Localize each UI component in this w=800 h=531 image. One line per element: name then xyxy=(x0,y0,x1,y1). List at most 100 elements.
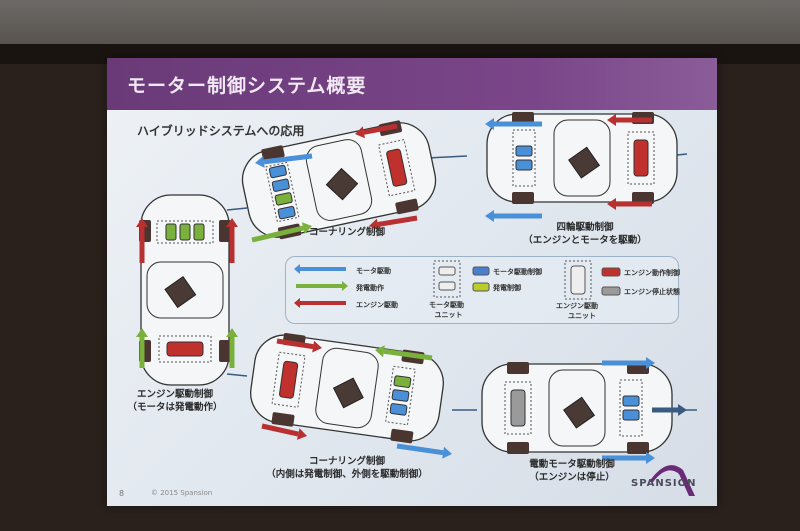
arrow-generation-head xyxy=(375,345,385,358)
car xyxy=(481,362,673,454)
arrow-motor-drive xyxy=(396,443,444,456)
legend-engine-running: エンジン動作制御 xyxy=(624,269,680,277)
legend-arrow-engine-drive xyxy=(294,298,346,308)
legend-text: ユニット xyxy=(434,311,463,319)
wheel xyxy=(390,428,414,444)
slide-title: モーター制御システム概要 xyxy=(127,75,367,97)
motor-unit xyxy=(274,192,293,206)
engine-unit xyxy=(633,139,649,177)
car-cabin xyxy=(146,261,224,319)
arrow-direction-head xyxy=(678,404,687,416)
arrow-motor-drive-head xyxy=(646,452,655,464)
caption-ev-drive: 電動モータ駆動制御 （エンジンは停止） xyxy=(529,458,615,484)
wheel xyxy=(261,145,285,161)
motor-unit xyxy=(622,409,640,421)
legend-generation: 発電動作 xyxy=(356,284,384,292)
car-cabin xyxy=(553,119,611,197)
caption-text: 四輪駆動制御 xyxy=(556,222,614,233)
motor-unit xyxy=(391,389,410,402)
wheel xyxy=(507,362,529,374)
arrow-generation xyxy=(251,225,304,243)
arrow-motor-drive xyxy=(263,153,313,165)
motor-unit xyxy=(389,403,408,416)
motor-unit xyxy=(165,223,177,241)
legend-motor-control-swatch xyxy=(472,266,490,276)
motor-unit xyxy=(271,178,290,192)
battery-icon xyxy=(164,276,197,309)
legend-arrow-generation xyxy=(296,281,348,291)
slide-header: モーター制御システム概要 xyxy=(107,58,717,110)
legend-text: エンジン駆動 xyxy=(556,302,598,310)
arrow-generation xyxy=(383,348,433,361)
wheel xyxy=(512,112,534,124)
engine-unit-box xyxy=(627,131,655,185)
caption-text: （エンジンは停止） xyxy=(529,472,615,483)
motor-unit xyxy=(277,205,296,220)
hybrid-diagram xyxy=(136,112,697,464)
legend-graphics xyxy=(294,260,621,308)
arrow-engine-drive-head xyxy=(607,114,616,126)
engine-unit-box xyxy=(158,335,212,363)
motor-unit-box xyxy=(512,129,536,187)
battery-icon xyxy=(325,167,359,201)
page-number: 8 xyxy=(119,489,125,498)
caption-cornering-bottom: コーナリング制御 （内側は発電制御、外側を駆動制御） xyxy=(266,455,428,481)
legend: モータ駆動 発電動作 エンジン駆動 モータ駆動ユニット モータ駆動制御 発電制御… xyxy=(285,256,680,324)
arrow-engine-drive xyxy=(261,423,299,437)
caption-text: 電動モータ駆動制御 xyxy=(529,459,615,470)
copyright: © 2015 Spansion xyxy=(151,489,213,497)
slide: モーター制御システム概要 ハイブリッドシステムへの応用 コーナリング制御 四輪駆… xyxy=(107,58,717,506)
motor-unit xyxy=(622,395,640,407)
motor-unit-box xyxy=(156,220,214,244)
caption-text: （モータは発電動作） xyxy=(127,402,223,413)
room-wall xyxy=(0,0,800,48)
caption-text: （エンジンとモータを駆動） xyxy=(523,235,647,246)
caption-text: コーナリング制御 xyxy=(308,456,386,467)
motor-unit xyxy=(393,375,412,388)
wheel xyxy=(395,198,419,215)
legend-engine-unit: エンジン駆動ユニット xyxy=(556,301,598,321)
legend-text: ユニット xyxy=(568,312,596,320)
wheel xyxy=(507,442,529,454)
arrow-engine-drive xyxy=(276,338,314,350)
battery-icon xyxy=(563,396,596,429)
motor-unit-box xyxy=(619,379,643,437)
car xyxy=(250,332,444,444)
caption-text: （内側は発電制御、外側を駆動制御） xyxy=(266,469,428,480)
arrow-engine-drive xyxy=(363,123,398,135)
arrow-motor-drive-head xyxy=(485,118,494,130)
battery-icon xyxy=(332,377,364,409)
arrow-engine-drive-head xyxy=(607,198,616,210)
motor-unit xyxy=(193,223,205,241)
arrow-engine-drive-head xyxy=(136,218,148,227)
car-cabin xyxy=(305,139,373,221)
engine-unit xyxy=(166,341,204,357)
motor-unit xyxy=(515,159,533,171)
arrow-engine-drive-head xyxy=(355,126,365,139)
connector-line xyxy=(226,207,248,211)
arrow-motor-drive-head xyxy=(646,357,655,369)
car-cabin xyxy=(548,369,606,447)
caption-cornering-top: コーナリング制御 xyxy=(309,226,385,239)
engine-unit xyxy=(279,360,299,399)
slide-subtitle: ハイブリッドシステムへの応用 xyxy=(137,124,305,138)
legend-engine-running-swatch xyxy=(601,267,621,277)
connector-line xyxy=(226,373,248,377)
wheel xyxy=(271,412,295,427)
legend-gen-control-swatch xyxy=(472,282,490,292)
caption-text: エンジン駆動制御 xyxy=(136,389,214,400)
arrow-motor-drive-head xyxy=(442,446,452,459)
battery-icon xyxy=(568,146,601,179)
motor-unit xyxy=(268,164,287,179)
legend-motor-drive: モータ駆動 xyxy=(356,267,391,275)
car-cabin xyxy=(315,347,379,429)
connector-line xyxy=(426,155,468,159)
caption-4wd: 四輪駆動制御 （エンジンとモータを駆動） xyxy=(523,221,647,247)
legend-engine-stopped-swatch xyxy=(601,286,621,296)
spansion-logo-swoosh xyxy=(649,465,695,496)
engine-unit xyxy=(386,148,408,187)
engine-unit xyxy=(510,389,526,427)
arrow-engine-drive-head xyxy=(296,428,307,440)
arrow-engine-drive-head xyxy=(226,218,238,227)
legend-text: モータ駆動 xyxy=(429,301,464,309)
